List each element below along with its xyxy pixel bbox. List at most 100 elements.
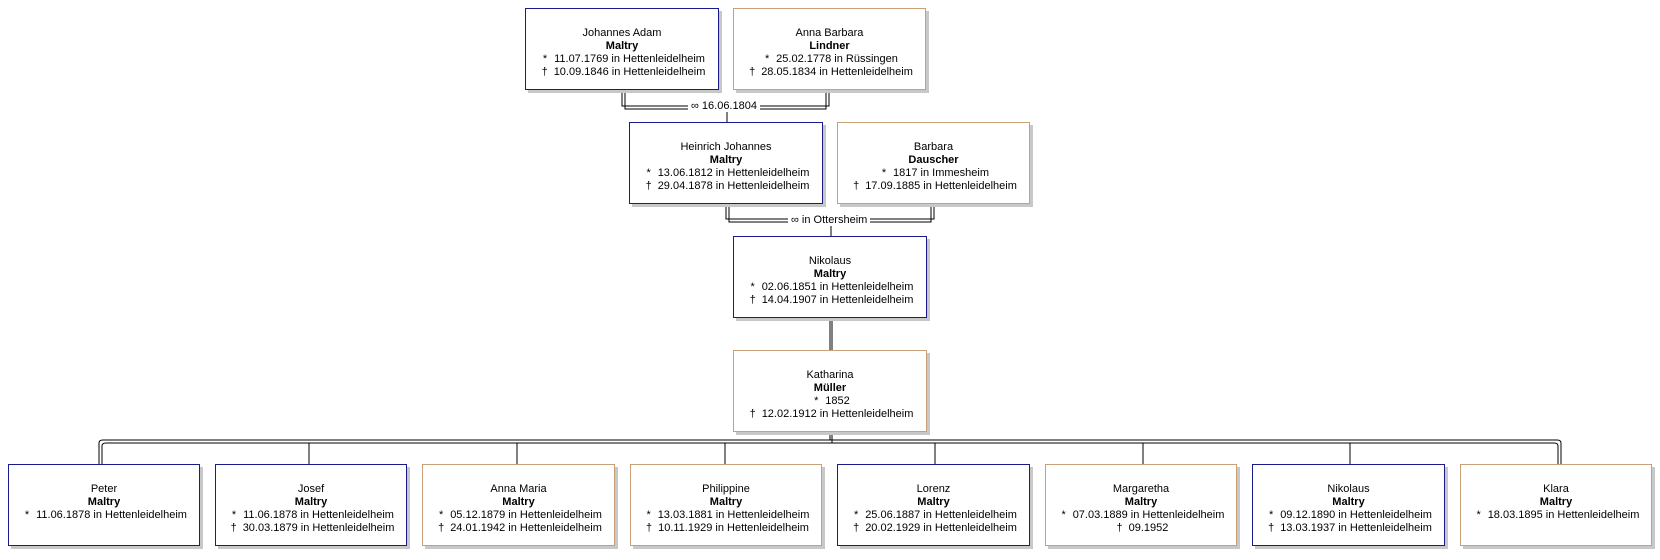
person-card-nikolaus-jr[interactable]: Nikolaus Maltry * 09.12.1890 in Hettenle… bbox=[1252, 464, 1445, 546]
person-card-peter[interactable]: Peter Maltry * 11.06.1878 in Hettenleide… bbox=[8, 464, 200, 546]
death-symbol: † bbox=[645, 522, 653, 534]
birth-symbol: * bbox=[231, 509, 237, 521]
person-card-margaretha[interactable]: Margaretha Maltry * 07.03.1889 in Hetten… bbox=[1045, 464, 1237, 546]
marriage-label: ∞ in Ottersheim bbox=[788, 214, 871, 226]
birth-row: * 25.02.1778 in Rüssingen bbox=[734, 53, 925, 66]
person-card-anna-barbara[interactable]: Anna Barbara Lindner * 25.02.1778 in Rüs… bbox=[733, 8, 926, 90]
birth-row: * 1817 in Immesheim bbox=[838, 167, 1029, 180]
given-name: Johannes Adam bbox=[582, 27, 662, 39]
birth-row: * 02.06.1851 in Hettenleidelheim bbox=[734, 281, 926, 294]
surname: Maltry bbox=[917, 496, 950, 508]
surname: Maltry bbox=[1332, 496, 1365, 508]
given-name: Nikolaus bbox=[808, 255, 852, 267]
birth-info: 07.03.1889 in Hettenleidelheim bbox=[1072, 509, 1225, 521]
given-name: Klara bbox=[1543, 483, 1569, 495]
birth-row: * 05.12.1879 in Hettenleidelheim bbox=[423, 509, 614, 522]
birth-info: 1852 bbox=[825, 395, 850, 407]
birth-symbol: * bbox=[853, 509, 859, 521]
birth-symbol: * bbox=[24, 509, 30, 521]
death-row: † 13.03.1937 in Hettenleidelheim bbox=[1253, 522, 1444, 535]
given-name: Heinrich Johannes bbox=[680, 141, 772, 153]
birth-info: 11.07.1769 in Hettenleidelheim bbox=[554, 53, 705, 65]
death-symbol: † bbox=[230, 522, 237, 534]
birth-info: 18.03.1895 in Hettenleidelheim bbox=[1487, 509, 1640, 521]
given-name: Barbara bbox=[913, 141, 954, 153]
birth-symbol: * bbox=[1268, 509, 1274, 521]
death-info: 14.04.1907 in Hettenleidelheim bbox=[761, 294, 914, 306]
death-symbol: † bbox=[853, 180, 860, 192]
birth-row: * 09.12.1890 in Hettenleidelheim bbox=[1253, 509, 1444, 522]
surname: Lindner bbox=[809, 40, 850, 52]
death-symbol: † bbox=[749, 294, 756, 306]
birth-row: * 18.03.1895 in Hettenleidelheim bbox=[1461, 509, 1651, 522]
birth-symbol: * bbox=[542, 53, 548, 65]
birth-info: 13.03.1881 in Hettenleidelheim bbox=[657, 509, 810, 521]
death-symbol: † bbox=[853, 522, 860, 534]
given-name: Peter bbox=[90, 483, 118, 495]
person-card-katharina[interactable]: Katharina Müller * 1852 † 12.02.1912 in … bbox=[733, 350, 927, 432]
death-row: † 20.02.1929 in Hettenleidelheim bbox=[838, 522, 1029, 535]
surname: Maltry bbox=[294, 496, 328, 508]
given-name: Josef bbox=[297, 483, 325, 495]
birth-row: * 25.06.1887 in Hettenleidelheim bbox=[838, 509, 1029, 522]
birth-info: 1817 in Immesheim bbox=[893, 167, 990, 179]
birth-info: 25.02.1778 in Rüssingen bbox=[776, 53, 898, 65]
death-info: 24.01.1942 in Hettenleidelheim bbox=[450, 522, 602, 534]
person-card-nikolaus[interactable]: Nikolaus Maltry * 02.06.1851 in Hettenle… bbox=[733, 236, 927, 318]
surname: Maltry bbox=[87, 496, 121, 508]
marriage-symbol: ∞ bbox=[791, 214, 799, 226]
birth-info: 25.06.1887 in Hettenleidelheim bbox=[865, 509, 1017, 521]
person-card-anna-maria[interactable]: Anna Maria Maltry * 05.12.1879 in Hetten… bbox=[422, 464, 615, 546]
person-card-josef[interactable]: Josef Maltry * 11.06.1878 in Hettenleide… bbox=[215, 464, 407, 546]
surname: Dauscher bbox=[908, 154, 959, 166]
surname: Müller bbox=[813, 382, 847, 394]
surname: Maltry bbox=[813, 268, 847, 280]
surname: Maltry bbox=[1539, 496, 1573, 508]
death-row: † 10.09.1846 in Hettenleidelheim bbox=[526, 66, 718, 79]
birth-symbol: * bbox=[1476, 509, 1481, 521]
birth-row: * 13.03.1881 in Hettenleidelheim bbox=[631, 509, 821, 522]
person-card-klara[interactable]: Klara Maltry * 18.03.1895 in Hettenleide… bbox=[1460, 464, 1652, 546]
person-card-philippine[interactable]: Philippine Maltry * 13.03.1881 in Hetten… bbox=[630, 464, 822, 546]
birth-symbol: * bbox=[646, 509, 651, 521]
person-card-lorenz[interactable]: Lorenz Maltry * 25.06.1887 in Hettenleid… bbox=[837, 464, 1030, 546]
given-name: Katharina bbox=[806, 369, 854, 381]
birth-info: 09.12.1890 in Hettenleidelheim bbox=[1280, 509, 1432, 521]
birth-symbol: * bbox=[881, 167, 887, 179]
given-name: Lorenz bbox=[916, 483, 951, 495]
death-info: 10.09.1846 in Hettenleidelheim bbox=[553, 66, 706, 78]
birth-row: * 11.07.1769 in Hettenleidelheim bbox=[526, 53, 718, 66]
death-symbol: † bbox=[645, 180, 652, 192]
birth-symbol: * bbox=[646, 167, 651, 179]
person-card-johannes-adam[interactable]: Johannes Adam Maltry * 11.07.1769 in Het… bbox=[525, 8, 719, 90]
death-info: 10.11.1929 in Hettenleidelheim bbox=[658, 522, 809, 534]
death-row: † 10.11.1929 in Hettenleidelheim bbox=[631, 522, 821, 535]
birth-info: 11.06.1878 in Hettenleidelheim bbox=[36, 509, 187, 521]
birth-info: 13.06.1812 in Hettenleidelheim bbox=[657, 167, 810, 179]
death-row: † 29.04.1878 in Hettenleidelheim bbox=[630, 180, 822, 193]
person-card-heinrich-johannes[interactable]: Heinrich Johannes Maltry * 13.06.1812 in… bbox=[629, 122, 823, 204]
surname: Maltry bbox=[709, 496, 743, 508]
birth-row: * 11.06.1878 in Hettenleidelheim bbox=[9, 509, 199, 522]
death-info: 20.02.1929 in Hettenleidelheim bbox=[865, 522, 1017, 534]
death-symbol: † bbox=[541, 66, 548, 78]
birth-symbol: * bbox=[438, 509, 444, 521]
death-row: † 28.05.1834 in Hettenleidelheim bbox=[734, 66, 925, 79]
death-row: † 12.02.1912 in Hettenleidelheim bbox=[734, 408, 926, 421]
surname: Maltry bbox=[1124, 496, 1158, 508]
death-symbol: † bbox=[438, 522, 445, 534]
death-symbol: † bbox=[1116, 522, 1123, 534]
birth-row: * 13.06.1812 in Hettenleidelheim bbox=[630, 167, 822, 180]
person-card-barbara[interactable]: Barbara Dauscher * 1817 in Immesheim † 1… bbox=[837, 122, 1030, 204]
birth-symbol: * bbox=[750, 281, 755, 293]
death-row: † 17.09.1885 in Hettenleidelheim bbox=[838, 180, 1029, 193]
given-name: Anna Maria bbox=[490, 483, 547, 495]
birth-info: 02.06.1851 in Hettenleidelheim bbox=[761, 281, 914, 293]
birth-row: * 07.03.1889 in Hettenleidelheim bbox=[1046, 509, 1236, 522]
birth-symbol: * bbox=[814, 395, 819, 407]
death-info: 28.05.1834 in Hettenleidelheim bbox=[761, 66, 913, 78]
death-info: 09.1952 bbox=[1128, 522, 1169, 534]
death-row: † 30.03.1879 in Hettenleidelheim bbox=[216, 522, 406, 535]
death-symbol: † bbox=[749, 408, 756, 420]
death-info: 30.03.1879 in Hettenleidelheim bbox=[242, 522, 395, 534]
